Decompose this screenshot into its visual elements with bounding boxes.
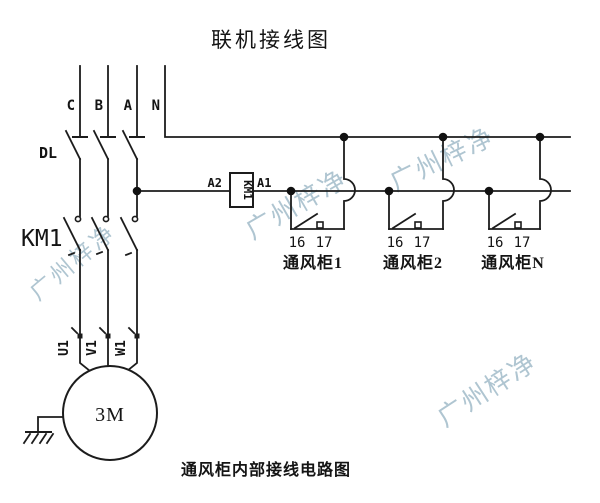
branch-1-name: 通风柜1 xyxy=(283,253,343,272)
branch-2-right-wire xyxy=(442,136,455,230)
branch-3-contact-square xyxy=(514,221,522,229)
contact-blade-b xyxy=(90,216,110,252)
contact-blade-c xyxy=(62,216,82,252)
coil-box xyxy=(229,172,254,208)
breaker-blade-c xyxy=(64,129,82,161)
junction-dot xyxy=(339,132,349,142)
wire-into-motor-u xyxy=(79,337,92,373)
labels: 联机接线图 C B A N DL KM1 A2 KM1 A1 U1 V1 W1 … xyxy=(21,28,545,479)
contactor-label: KM1 xyxy=(21,226,63,252)
terminal-tick-v1 xyxy=(98,326,107,335)
motor-terminal-label-w1: W1 xyxy=(114,340,129,356)
branch-3-terminal-17: 17 xyxy=(514,235,531,251)
branch-2-name: 通风柜2 xyxy=(383,253,443,272)
junction-dot xyxy=(438,132,448,142)
contact-terminal-circle-b xyxy=(102,215,110,223)
watermark-text: 广州梓净 xyxy=(433,347,543,432)
branch-2-terminal-17: 17 xyxy=(414,235,431,251)
control-bus xyxy=(136,172,571,208)
branch-1-contact-square xyxy=(316,221,324,229)
terminal-square-u1 xyxy=(77,333,83,339)
motor-circle xyxy=(62,365,158,461)
ground-hatch-4 xyxy=(45,432,55,445)
ground-hatch-1 xyxy=(22,432,32,445)
diagram-caption: 通风柜内部接线电路图 xyxy=(181,460,351,479)
branch-2-contact-square xyxy=(414,221,422,229)
branch-2 xyxy=(388,136,455,230)
breaker-blade-b xyxy=(92,129,110,161)
branch-3-right-wire xyxy=(539,136,552,230)
ground-hatch-2 xyxy=(30,432,40,445)
phase-line-n xyxy=(164,65,571,138)
branch-3-terminal-16: 16 xyxy=(487,235,504,251)
terminal-square-w1 xyxy=(134,333,140,339)
wire-into-motor-w xyxy=(125,337,138,373)
junction-dot xyxy=(384,186,394,196)
branch-1-terminal-17: 17 xyxy=(316,235,333,251)
terminal-square-v1 xyxy=(105,333,111,339)
diagram-title: 联机接线图 xyxy=(211,28,331,52)
junction-dot xyxy=(286,186,296,196)
phase-label-a: A xyxy=(124,98,133,114)
branch-3 xyxy=(488,136,552,230)
ground-icon xyxy=(22,416,64,445)
phase-lines xyxy=(79,65,571,138)
contact-blade-a xyxy=(119,216,139,252)
branch-1 xyxy=(290,136,356,230)
branch-1-switch-blade xyxy=(293,212,319,230)
motor-label: 3M xyxy=(95,404,125,426)
ground-hatch-3 xyxy=(38,432,48,445)
contactor-km1-contacts xyxy=(62,215,139,334)
junction-dot xyxy=(484,186,494,196)
coil-terminal-a1: A1 xyxy=(257,176,271,190)
linkage-tick-c xyxy=(67,251,76,257)
contact-terminal-circle-a xyxy=(131,215,139,223)
junction-dot xyxy=(535,132,545,142)
breaker-dl xyxy=(64,129,145,217)
branch-3-name: 通风柜N xyxy=(481,253,545,272)
breaker-label: DL xyxy=(39,144,57,162)
branch-1-terminal-16: 16 xyxy=(289,235,306,251)
junction-dots xyxy=(132,132,545,196)
linkage-tick-a xyxy=(124,251,133,257)
phase-label-b: B xyxy=(95,98,103,114)
motor-terminal-label-v1: V1 xyxy=(85,340,100,356)
linkage-tick-b xyxy=(95,250,104,256)
junction-dot xyxy=(132,186,142,196)
branch-1-right-wire xyxy=(343,136,356,230)
breaker-blade-a xyxy=(121,129,139,161)
branch-2-terminal-16: 16 xyxy=(387,235,404,251)
branch-2-switch-blade xyxy=(391,212,417,230)
terminal-tick-w1 xyxy=(127,326,136,335)
motor-terminals xyxy=(70,326,140,373)
phase-label-n: N xyxy=(152,98,160,114)
branch-3-switch-blade xyxy=(491,212,517,230)
contact-terminal-circle-c xyxy=(74,215,82,223)
coil-terminal-a2: A2 xyxy=(208,176,222,190)
terminal-tick-u1 xyxy=(70,326,79,335)
motor xyxy=(62,365,158,461)
coil-name: KM1 xyxy=(241,180,254,200)
phase-label-c: C xyxy=(67,98,75,114)
ground-wire xyxy=(37,416,64,433)
motor-terminal-label-u1: U1 xyxy=(57,340,72,356)
